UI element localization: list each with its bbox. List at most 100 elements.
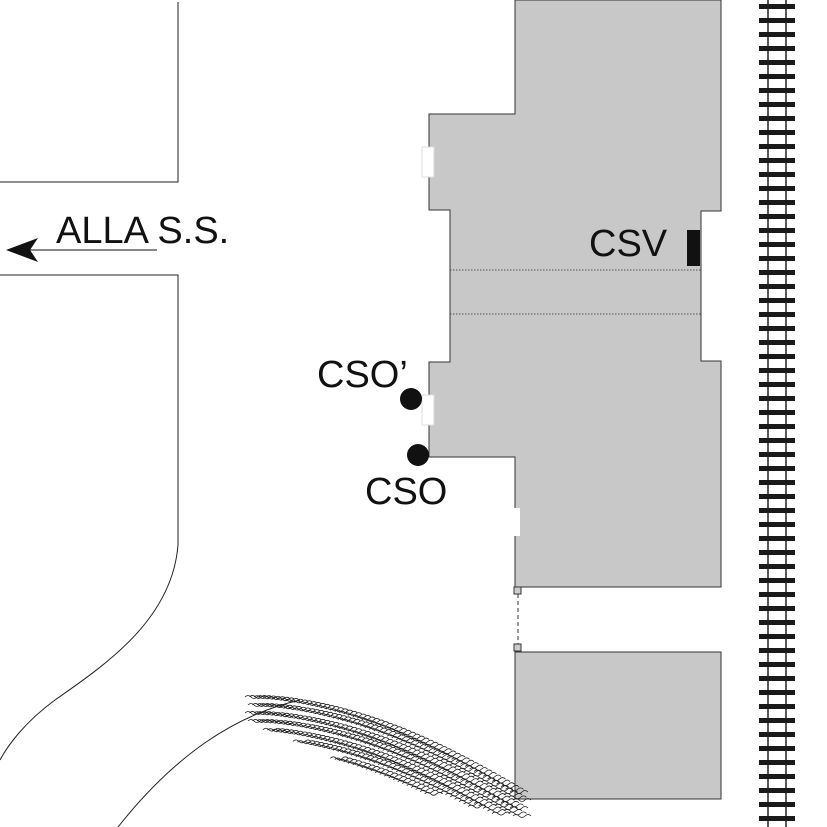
railway-sleeper <box>759 46 795 51</box>
railway-sleeper <box>759 158 795 163</box>
hedge-stroke <box>334 741 354 746</box>
hedge-stroke <box>256 703 276 708</box>
hedge-stroke <box>374 738 394 743</box>
hedge-stroke <box>337 717 357 722</box>
hedge-stroke <box>383 742 403 747</box>
railway-sleeper <box>759 620 795 625</box>
cso-marker <box>407 444 429 466</box>
hedge-stroke <box>342 718 361 723</box>
hedge-stroke <box>360 756 379 761</box>
hedge-stroke <box>324 730 343 734</box>
hedge-stroke <box>379 724 399 729</box>
hedge-stroke <box>422 765 442 770</box>
hedge-stroke <box>509 790 529 794</box>
railway-track <box>759 0 795 827</box>
cso-prime-marker <box>400 388 422 410</box>
railway-sleeper <box>759 298 795 303</box>
hedge-stroke <box>400 739 419 744</box>
hedge-stroke <box>374 770 394 775</box>
lower-building <box>514 651 722 800</box>
hedge-stroke <box>392 729 412 734</box>
hedge-stroke <box>312 703 331 708</box>
hedge-stroke <box>334 709 354 714</box>
hedge-stroke <box>328 731 348 736</box>
hedge-stroke <box>348 729 367 734</box>
hedge-stroke <box>325 739 345 744</box>
hedge-stroke <box>413 745 433 750</box>
hedge-stroke <box>418 779 437 784</box>
hedge-stroke <box>333 732 352 737</box>
railway-sleeper <box>759 74 795 79</box>
hedge-stroke <box>365 735 385 740</box>
railway-sleeper <box>759 424 795 429</box>
railway-sleeper <box>759 718 795 723</box>
hedge-stroke <box>339 742 358 747</box>
hedge-stroke <box>419 789 439 794</box>
hedge-stroke <box>415 787 434 792</box>
hedge-stroke <box>352 747 372 751</box>
connector-post-bottom <box>513 643 522 652</box>
railway-sleeper <box>759 144 795 149</box>
hedge-stroke <box>348 745 367 750</box>
hedge-stroke <box>271 696 291 701</box>
hedge-stroke <box>334 757 354 762</box>
hedge-stroke <box>315 727 334 732</box>
hedge-stroke <box>370 753 390 757</box>
hedge-stroke <box>271 712 291 717</box>
hedge-stroke <box>342 750 361 755</box>
hedge-stroke <box>418 747 437 752</box>
hedge-stroke <box>397 747 416 752</box>
railway-sleepers <box>759 4 795 821</box>
hedge-stroke <box>339 758 358 763</box>
hedge-stroke <box>258 711 277 716</box>
hedge-stroke <box>397 731 416 736</box>
railway-sleeper <box>759 788 795 793</box>
railway-sleeper <box>759 326 795 331</box>
hedge-stroke <box>360 740 379 745</box>
hedge-stroke <box>276 697 295 702</box>
hedge-stroke <box>267 712 286 717</box>
hedge-stroke <box>391 768 411 772</box>
hedge-stroke <box>276 729 295 734</box>
hedge-stroke <box>410 785 430 790</box>
hedge-stroke <box>252 719 271 723</box>
hedge-stroke <box>262 711 282 716</box>
hedge-stroke <box>361 750 381 754</box>
hedge-stroke <box>392 745 412 750</box>
hedge-stroke <box>244 711 264 715</box>
hedge-stroke <box>319 744 339 749</box>
railway-sleeper <box>759 690 795 695</box>
hedge-stroke <box>330 708 349 713</box>
railway-sleeper <box>759 508 795 513</box>
railway-sleeper <box>759 18 795 23</box>
hedge-stroke <box>319 728 339 733</box>
hedge-stroke <box>280 730 300 734</box>
hedge-stroke <box>386 750 406 755</box>
hedge-stroke <box>418 763 437 768</box>
hedge-stroke <box>419 757 439 762</box>
railway-sleeper <box>759 816 795 821</box>
hedge-stroke <box>361 734 381 738</box>
hedge-stroke <box>413 777 433 782</box>
hedge-stroke <box>370 737 390 741</box>
hedge-stroke <box>328 747 348 752</box>
hedge-stroke <box>404 741 424 746</box>
hedge-stroke <box>343 744 363 749</box>
csv-label: CSV <box>589 223 668 265</box>
hedge-stroke <box>321 722 340 726</box>
hedge-stroke <box>406 735 425 740</box>
hedge-stroke <box>339 726 358 731</box>
hedge-stroke <box>321 706 340 710</box>
hedge-stroke <box>280 698 300 702</box>
hedge-stroke <box>256 719 276 724</box>
hedge-stroke <box>247 719 267 723</box>
hedge-stroke <box>410 737 430 742</box>
hedge-stroke <box>261 703 280 708</box>
hedge-stroke <box>346 736 366 741</box>
hedge-stroke <box>410 753 430 758</box>
hedge-stroke <box>361 766 381 770</box>
hedge-stroke <box>400 771 419 776</box>
railway-sleeper <box>759 592 795 597</box>
hedge-stroke <box>401 781 421 786</box>
